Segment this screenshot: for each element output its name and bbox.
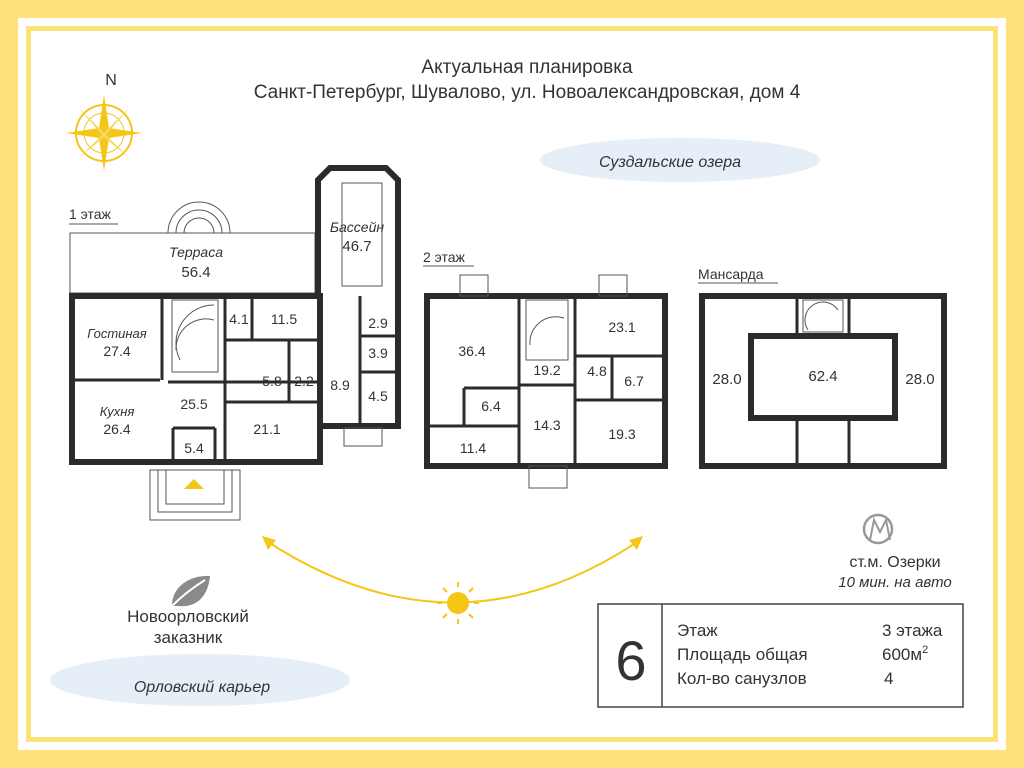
room-4-8-area: 4.8 [587,363,607,379]
pool-basin [341,182,383,287]
metro-time-label: 10 мин. на авто [838,574,952,591]
pool-name: Бассейн [330,219,384,235]
room-5-8-area: 5.8 [262,373,282,389]
north-label: N [105,72,117,89]
info-box: 6 Этаж 3 этажа Площадь общая 600м2 Кол-в… [597,603,964,708]
terrace-area: 56.4 [181,264,210,281]
suzdal-lakes-label: Суздальские озера [599,154,741,171]
reserve-name-line1: Новоорловский [127,607,249,626]
page-title: Актуальная планировка [421,57,633,78]
room-3-9-area: 3.9 [368,345,388,361]
leaf-icon [171,575,210,607]
info-row-1-label: Этаж [677,621,718,640]
attic-right-area: 28.0 [905,371,934,388]
info-row-2-value: 600м2 [882,644,928,664]
kitchen-area: 26.4 [103,421,130,437]
room-19-3-area: 19.3 [608,426,635,442]
lake-haze [540,138,820,182]
room-2-2-area: 2.2 [294,373,314,389]
attic-outline [699,293,947,469]
room-4-1-area: 4.1 [229,311,249,327]
room-14-3-area: 14.3 [533,417,560,433]
hall-area: 25.5 [180,396,207,412]
address-line: Санкт-Петербург, Шувалово, ул. Новоалекс… [254,82,801,103]
terrace-name: Терраса [169,244,223,260]
room-6-4-area: 6.4 [481,398,501,414]
room-4-5-area: 4.5 [368,388,388,404]
floor1-plan: 1 этаж Терраса 56.4 Бассейн 46.7 [69,165,401,521]
attic-left-area: 28.0 [712,371,741,388]
kitchen-name: Кухня [100,404,135,419]
floor1-label: 1 этаж [69,206,112,222]
info-row-2-label: Площадь общая [677,645,808,664]
sun-icon [437,582,479,624]
pool-walls [315,165,401,299]
compass-rose-icon: N [66,72,142,171]
attic-plan: Мансарда 28.0 62.4 28.0 [698,266,947,469]
attic-center-area: 62.4 [808,368,837,385]
room-36-4-area: 36.4 [458,343,485,359]
info-row-3-label: Кол-во санузлов [677,669,807,688]
pool-area: 46.7 [342,238,371,255]
info-row-1-value: 3 этажа [882,621,943,640]
attic-center-room [748,333,898,421]
room-19-2-area: 19.2 [533,362,560,378]
floor2-label: 2 этаж [423,249,466,265]
living-room-area: 27.4 [103,343,130,359]
plan-number: 6 [615,629,646,692]
attic-label: Мансарда [698,266,764,282]
room-21-1-area: 21.1 [253,421,280,437]
sun-arrow-right-icon [629,536,643,550]
floor2-plan: 2 этаж 36.4 19.2 23.1 4.8 6.7 6.4 14.3 1… [423,249,668,489]
room-2-9-area: 2.9 [368,315,388,331]
quarry-haze [50,654,350,706]
quarry-label: Орловский карьер [134,679,270,696]
metro-station-label: ст.м. Озерки [849,554,940,571]
vestibule-area: 5.4 [184,440,204,456]
room-8-9-area: 8.9 [330,377,350,393]
metro-icon [862,513,894,545]
room-23-1-area: 23.1 [608,319,635,335]
sun-arrow-left-icon [262,536,276,550]
room-6-7-area: 6.7 [624,373,644,389]
info-row-3-value: 4 [884,669,893,688]
room-11-5-area: 11.5 [271,311,297,327]
room-11-4-area: 11.4 [460,440,486,456]
reserve-name-line2: заказник [154,628,223,647]
entrance-arrow-icon [184,479,204,489]
living-room-name: Гостиная [87,326,147,341]
